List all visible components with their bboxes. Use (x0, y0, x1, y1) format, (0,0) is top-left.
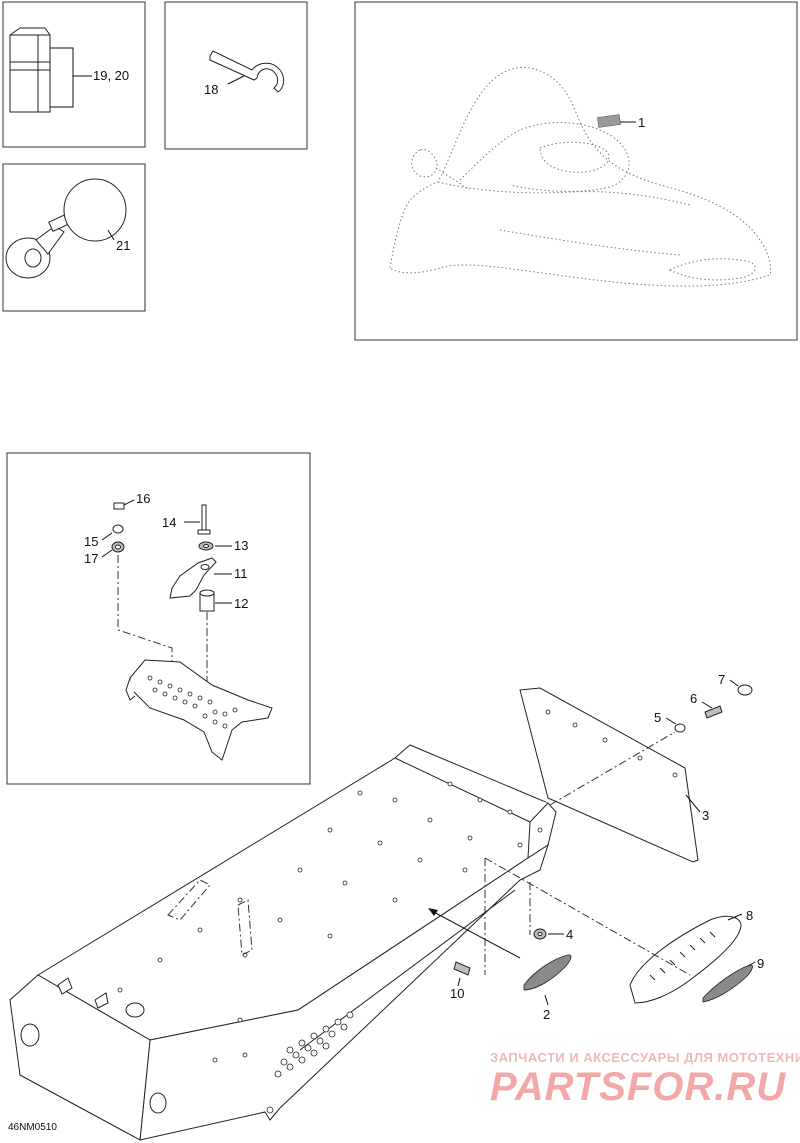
snow-flap (519, 679, 753, 863)
callout-2: 2 (543, 1007, 550, 1022)
bulb-horn (5, 178, 127, 279)
callout-10: 10 (450, 986, 464, 1001)
paint-bottles (9, 27, 92, 113)
callout-17: 17 (84, 551, 98, 566)
inset-frame-wrench (164, 1, 308, 150)
reflector-right (702, 961, 756, 1003)
fastener-screw-10 (453, 961, 471, 987)
callout-11: 11 (234, 566, 248, 581)
rear-protector (629, 913, 743, 1004)
arrow-head (428, 908, 438, 916)
callout-14: 14 (162, 515, 176, 530)
callout-13: 13 (234, 538, 248, 553)
fastener-nut-4 (533, 928, 564, 940)
chassis-tunnel (9, 744, 557, 1141)
inset-frame-windshield (354, 1, 798, 341)
callout-18: 18 (204, 82, 218, 97)
inset-frame-horn (2, 163, 146, 312)
callout-3: 3 (702, 808, 709, 823)
callout-5: 5 (654, 710, 661, 725)
inset-frame-paint (2, 1, 146, 148)
callout-16: 16 (136, 491, 150, 506)
watermark-tagline: ЗАПЧАСТИ И АКСЕССУАРЫ ДЛЯ МОТОТЕХНИКИ (490, 1050, 800, 1065)
callout-6: 6 (690, 691, 697, 706)
callout-15: 15 (84, 534, 98, 549)
callout-7: 7 (718, 672, 725, 687)
callout-21: 21 (116, 238, 130, 253)
bracket-assembly (101, 499, 273, 761)
spanner-wrench (209, 50, 285, 93)
direction-arrow (429, 909, 521, 959)
callout-19-20: 19, 20 (93, 68, 129, 83)
inset-frame-bracket (6, 452, 311, 785)
callout-4: 4 (566, 927, 573, 942)
hood-windshield (389, 66, 772, 287)
drawing-code: 46NM0510 (8, 1122, 57, 1133)
assembly-line (484, 857, 691, 976)
callout-12: 12 (234, 596, 248, 611)
callout-8: 8 (746, 908, 753, 923)
watermark-logo: PARTSFOR.RU (490, 1065, 786, 1109)
callout-1: 1 (638, 115, 645, 130)
callout-9: 9 (757, 956, 764, 971)
reflector-left (523, 954, 572, 1006)
